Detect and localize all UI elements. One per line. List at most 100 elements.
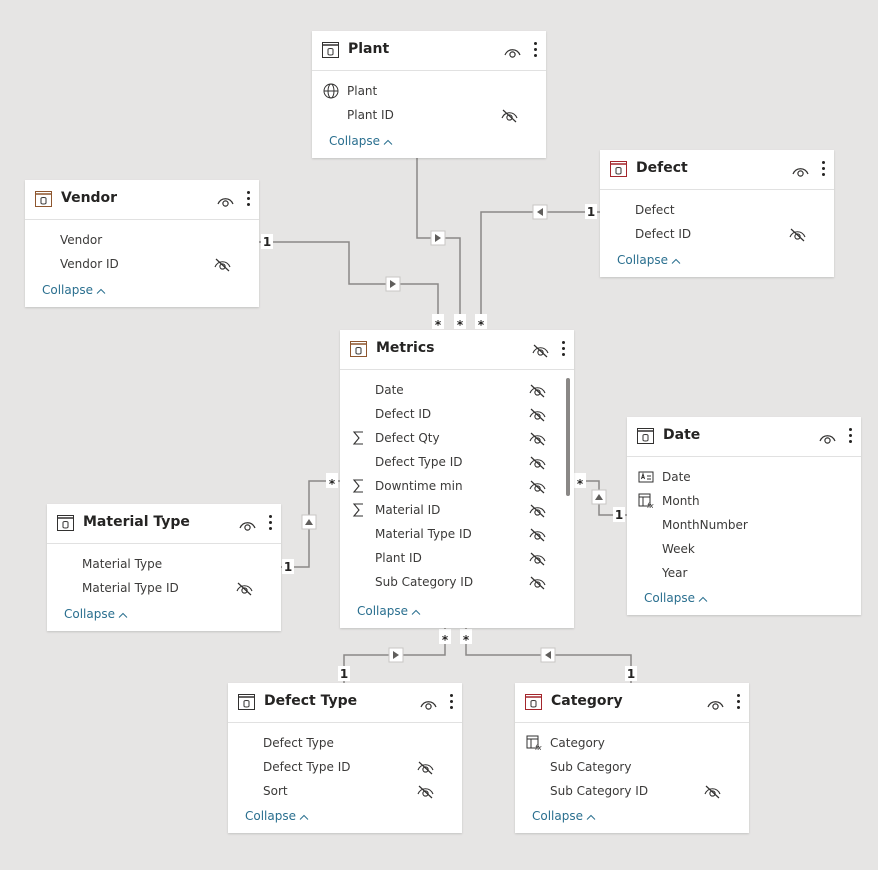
hidden-eye-icon[interactable]	[529, 384, 546, 398]
table-header[interactable]: Metrics	[340, 330, 574, 370]
column-row[interactable]: Sub Category	[515, 756, 749, 780]
more-options-icon[interactable]	[849, 428, 853, 445]
more-options-icon[interactable]	[247, 191, 251, 208]
scrollbar[interactable]	[566, 378, 570, 496]
hidden-eye-icon[interactable]	[529, 504, 546, 518]
collapse-button[interactable]: Collapse	[329, 134, 393, 148]
more-options-icon[interactable]	[269, 515, 273, 532]
column-row[interactable]: Week	[627, 538, 861, 562]
relationship-line[interactable]	[259, 241, 439, 318]
hidden-eye-icon[interactable]	[532, 343, 549, 358]
hidden-eye-icon[interactable]	[529, 576, 546, 590]
column-name: Material ID	[375, 503, 441, 517]
hidden-eye-icon[interactable]	[704, 785, 721, 799]
column-row[interactable]: Sub Category ID	[515, 780, 749, 804]
column-row[interactable]: Sub Category ID	[340, 571, 574, 595]
column-name: MonthNumber	[662, 518, 748, 532]
column-row[interactable]: Defect ID	[340, 403, 574, 427]
column-name: Sub Category	[550, 760, 632, 774]
column-row[interactable]: Plant	[312, 80, 546, 104]
table-header[interactable]: Defect	[600, 150, 834, 190]
column-row[interactable]: Material ID	[340, 499, 574, 523]
table-header[interactable]: Material Type	[47, 504, 281, 544]
hidden-eye-icon[interactable]	[214, 258, 231, 272]
column-row[interactable]: Year	[627, 562, 861, 586]
column-row[interactable]: MonthNumber	[627, 514, 861, 538]
column-row[interactable]: Sort	[228, 780, 462, 804]
collapse-button[interactable]: Collapse	[64, 607, 128, 621]
more-options-icon[interactable]	[737, 694, 741, 711]
filter-direction-arrow-icon	[540, 647, 556, 663]
more-options-icon[interactable]	[562, 341, 566, 358]
eye-icon[interactable]	[217, 193, 234, 207]
eye-icon[interactable]	[819, 430, 836, 444]
hidden-eye-icon[interactable]	[236, 582, 253, 596]
relationship-line[interactable]	[480, 211, 600, 318]
column-row[interactable]: Defect Qty	[340, 427, 574, 451]
chevron-up-icon	[695, 591, 708, 605]
eye-icon[interactable]	[707, 696, 724, 710]
hidden-eye-icon[interactable]	[417, 761, 434, 775]
table-header[interactable]: Plant	[312, 31, 546, 71]
svg-text:*: *	[463, 633, 470, 647]
more-options-icon[interactable]	[450, 694, 454, 711]
collapse-button[interactable]: Collapse	[357, 604, 421, 618]
collapse-label: Collapse	[245, 809, 296, 823]
hidden-eye-icon[interactable]	[417, 785, 434, 799]
eye-icon[interactable]	[792, 163, 809, 177]
hidden-eye-icon[interactable]	[529, 480, 546, 494]
table-header[interactable]: Date	[627, 417, 861, 457]
column-row[interactable]: Date	[340, 379, 574, 403]
table-header[interactable]: Vendor	[25, 180, 259, 220]
column-row[interactable]: Material Type ID	[47, 577, 281, 601]
eye-icon[interactable]	[504, 44, 521, 58]
column-name: Category	[550, 736, 605, 750]
collapse-button[interactable]: Collapse	[617, 253, 681, 267]
more-options-icon[interactable]	[822, 161, 826, 178]
table-title: Plant	[348, 41, 390, 57]
column-row[interactable]: Date	[627, 466, 861, 490]
column-row[interactable]: Downtime min	[340, 475, 574, 499]
collapse-button[interactable]: Collapse	[644, 591, 708, 605]
hidden-eye-icon[interactable]	[529, 528, 546, 542]
table-header[interactable]: Category	[515, 683, 749, 723]
column-row[interactable]: Defect Type ID	[228, 756, 462, 780]
hidden-eye-icon[interactable]	[789, 228, 806, 242]
column-row[interactable]: Defect ID	[600, 223, 834, 247]
eye-icon[interactable]	[420, 696, 437, 710]
filter-direction-arrow-icon	[385, 276, 401, 292]
collapse-button[interactable]: Collapse	[245, 809, 309, 823]
hidden-eye-icon[interactable]	[529, 408, 546, 422]
column-row[interactable]: Plant ID	[312, 104, 546, 128]
collapse-button[interactable]: Collapse	[532, 809, 596, 823]
hidden-eye-icon[interactable]	[501, 109, 518, 123]
collapse-label: Collapse	[532, 809, 583, 823]
column-row[interactable]: Vendor	[25, 229, 259, 253]
collapse-button[interactable]: Collapse	[42, 283, 106, 297]
column-row[interactable]: Material Type	[47, 553, 281, 577]
column-row[interactable]: Vendor ID	[25, 253, 259, 277]
hidden-eye-icon[interactable]	[529, 432, 546, 446]
column-row[interactable]: Defect	[600, 199, 834, 223]
column-name: Vendor	[60, 233, 103, 247]
more-options-icon[interactable]	[534, 42, 538, 59]
column-row[interactable]: Defect Type ID	[340, 451, 574, 475]
column-row[interactable]: Plant ID	[340, 547, 574, 571]
hidden-eye-icon[interactable]	[529, 552, 546, 566]
table-header[interactable]: Defect Type	[228, 683, 462, 723]
column-row[interactable]: Material Type ID	[340, 523, 574, 547]
svg-text:*: *	[442, 633, 449, 647]
hidden-eye-icon[interactable]	[529, 456, 546, 470]
eye-icon[interactable]	[239, 517, 256, 531]
column-row[interactable]: Defect Type	[228, 732, 462, 756]
